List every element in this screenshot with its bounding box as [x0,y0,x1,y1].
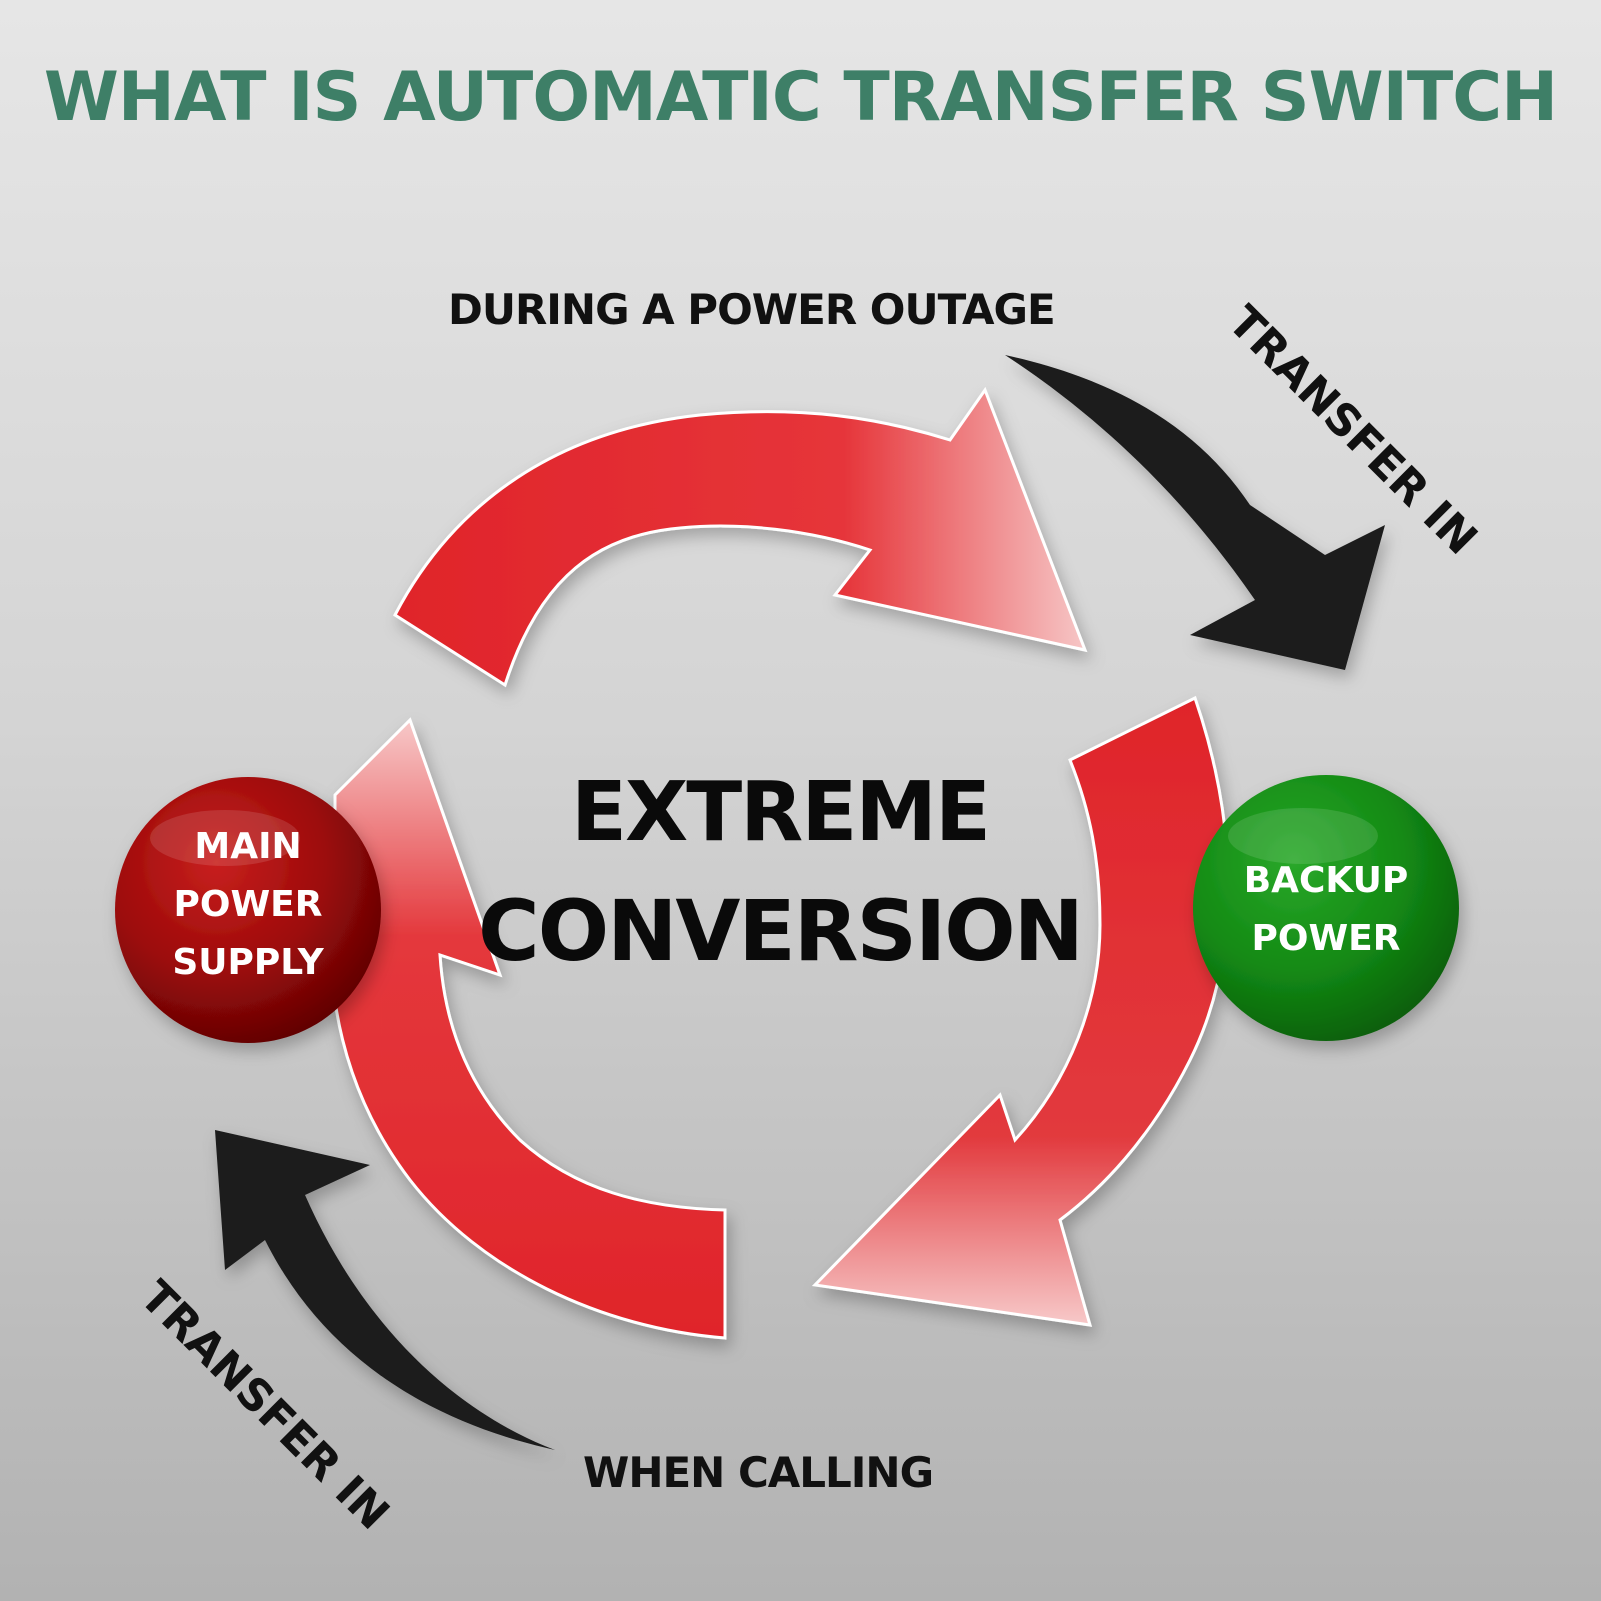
main-power-label-line2: POWER [173,884,323,925]
main-power-label-line1: MAIN [194,826,302,867]
black-curved-arrow-bottom [215,1130,555,1450]
page-title: WHAT IS AUTOMATIC TRANSFER SWITCH [43,58,1558,137]
center-title-line2: CONVERSION [478,882,1084,980]
main-power-sphere [115,777,381,1043]
backup-power-label-line1: BACKUP [1243,860,1409,901]
backup-power-sphere [1193,775,1459,1041]
center-title-line1: EXTREME [571,765,991,860]
caption-power-outage: DURING A POWER OUTAGE [448,285,1056,334]
main-power-label: MAIN POWER SUPPLY [148,818,348,992]
caption-when-calling: WHEN CALLING [583,1448,934,1497]
main-power-label-line3: SUPPLY [172,942,324,983]
black-curved-arrow-top [1005,355,1385,670]
red-cycle-arrow-top [393,386,1088,688]
backup-power-label: BACKUP POWER [1226,852,1426,968]
backup-power-label-line2: POWER [1251,918,1401,959]
